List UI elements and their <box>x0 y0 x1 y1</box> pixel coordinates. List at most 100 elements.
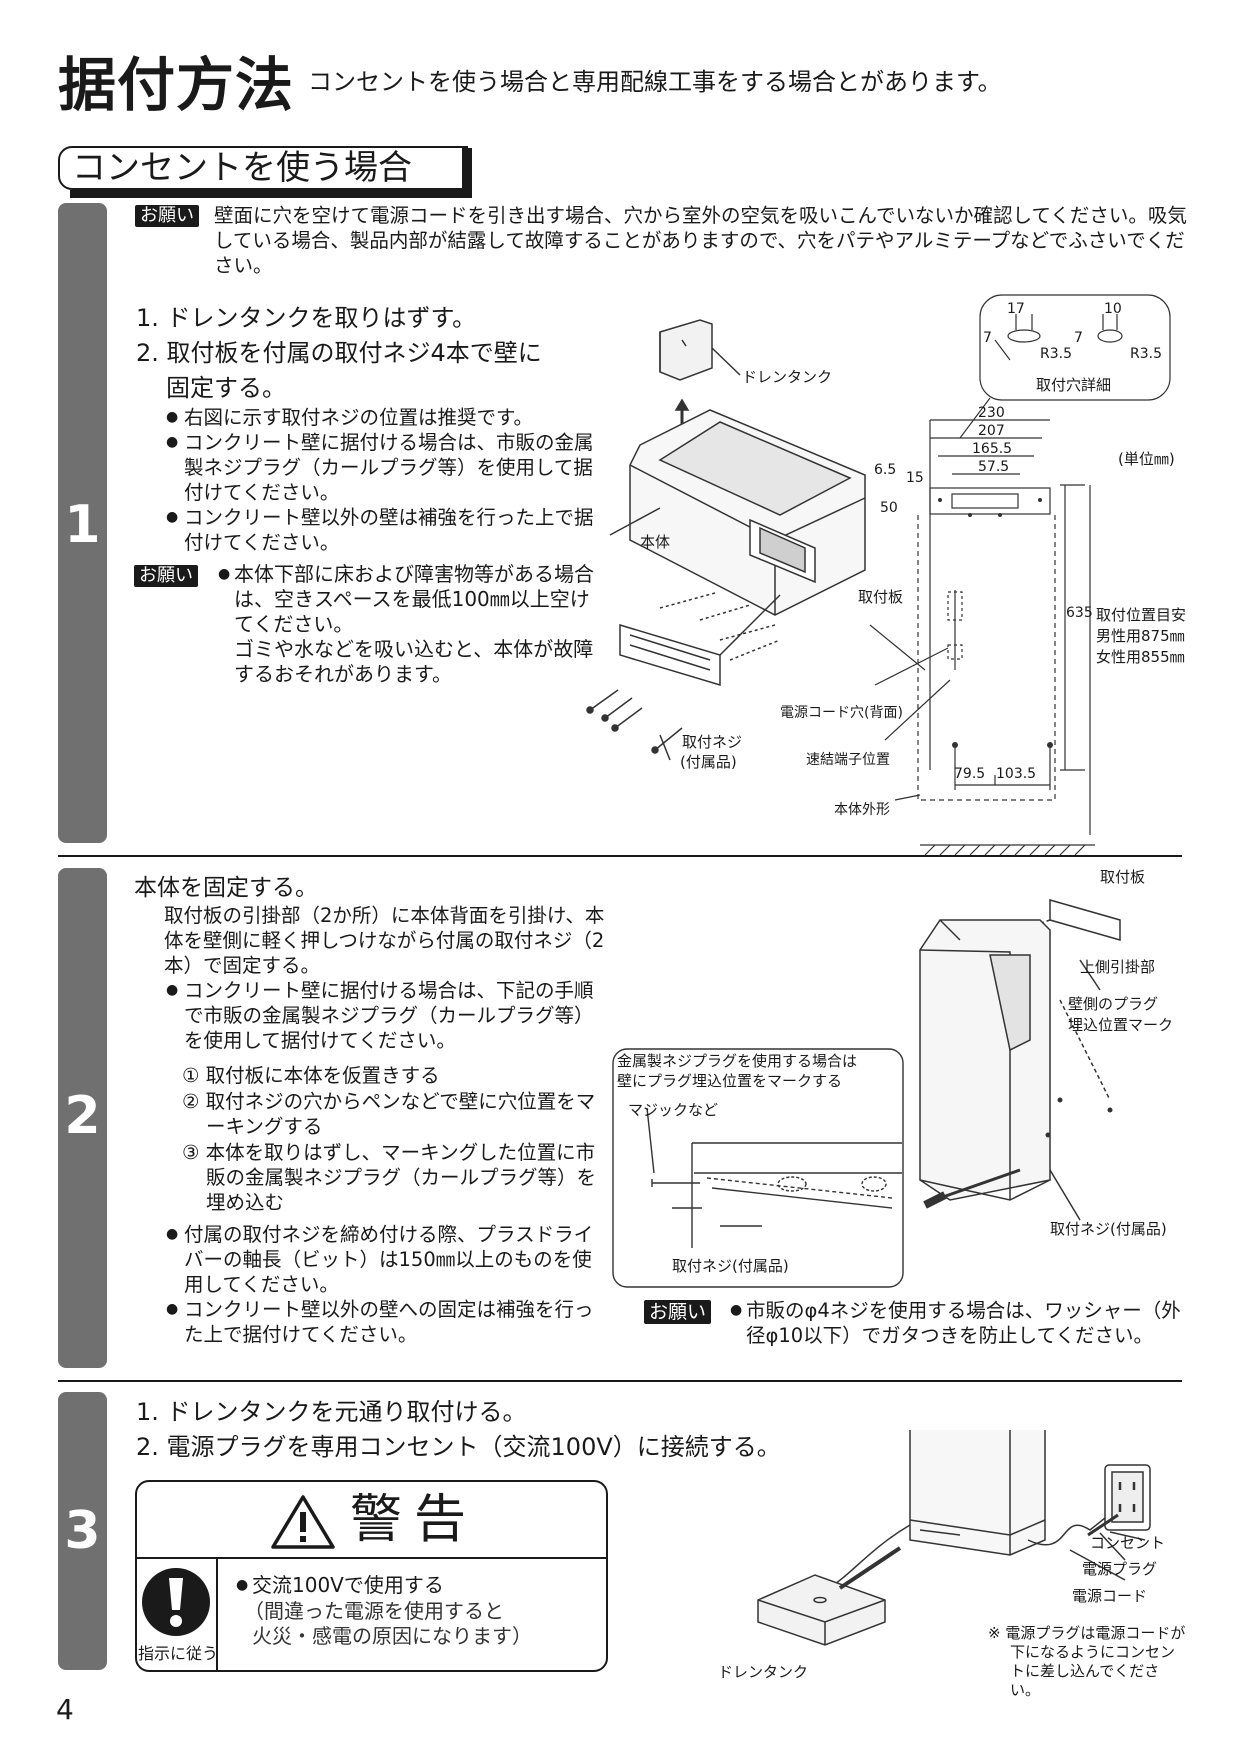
label-drain-tank-3: ドレンタンク <box>718 1663 809 1681</box>
section-tab-shadow <box>462 148 472 198</box>
inset-caption-2: 壁にプラグ埋込位置をマークする <box>617 1072 843 1090</box>
dim-r35-a: R3.5 <box>1040 346 1072 362</box>
step-2-inset-illustration <box>612 1048 904 1288</box>
bullet-mark: ● <box>730 1302 743 1318</box>
label-drain-tank: ドレンタンク <box>742 368 833 386</box>
dim-17: 17 <box>1007 301 1025 317</box>
list-item: コンクリート壁に据付ける場合は、下記の手順で市販の金属製ネジプラグ（カールプラグ… <box>166 978 608 1053</box>
step-3-illustration <box>757 1430 1151 1646</box>
list-item: コンクリート壁に据付ける場合は、市販の金属製ネジプラグ（カールプラグ等）を使用し… <box>166 430 606 505</box>
section-heading: コンセントを使う場合 <box>72 148 412 188</box>
step-2-bar: 2 <box>58 868 107 1368</box>
label-body: 本体 <box>640 533 671 551</box>
step-3-instruction-2: 2. 電源プラグを専用コンセント（交流100V）に接続する。 <box>136 1433 781 1461</box>
page-number: 4 <box>56 1693 74 1726</box>
step-2-heading: 本体を固定する。 <box>134 875 318 901</box>
label-height-male: 男性用875㎜ <box>1096 627 1185 645</box>
list-item: コンクリート壁以外の壁への固定は補強を行った上で据付けてください。 <box>166 1297 608 1347</box>
dim-207: 207 <box>978 423 1005 439</box>
onegai-3-text: 市販のφ4ネジを使用する場合は、ワッシャー（外径φ10以下）でガタつきを防止して… <box>746 1299 1181 1347</box>
label-cord-hole: 電源コード穴(背面) <box>780 705 903 721</box>
label-marker: マジックなど <box>628 1101 719 1119</box>
warning-note-1: （間違った電源を使用すると <box>244 1599 504 1623</box>
divider <box>58 855 1182 857</box>
label-hole-detail: 取付穴詳細 <box>1036 376 1112 394</box>
list-item: 付属の取付ネジを締め付ける際、プラスドライバーの軸長（ビット）は150㎜以上のも… <box>166 1222 608 1297</box>
warning-title: 警告 <box>350 1490 479 1550</box>
dim-165-5: 165.5 <box>972 441 1013 457</box>
divider <box>58 1380 1182 1382</box>
step-2-number: 2 <box>64 1086 101 1146</box>
onegai-2-note: ゴミや水などを吸い込むと、本体が故障するおそれがあります。 <box>234 637 594 686</box>
step-1-bar: 1 <box>58 203 107 843</box>
warning-column-divider <box>216 1559 218 1670</box>
label-height-female: 女性用855㎜ <box>1096 648 1185 666</box>
label-outline: 本体外形 <box>834 802 890 818</box>
dim-50: 50 <box>880 500 898 516</box>
step-1-dimension-drawing <box>869 294 1171 856</box>
page-title: 据付方法 <box>58 51 295 119</box>
step-3-instruction-1: 1. ドレンタンクを元通り取付ける。 <box>136 1398 527 1426</box>
list-item: コンクリート壁以外の壁は補強を行った上で据付けてください。 <box>166 505 606 555</box>
label-plug-mark-2: 埋込位置マーク <box>1068 1016 1174 1034</box>
onegai-text: 壁面に穴を空けて電源コードを引き出す場合、穴から室外の空気を吸いこんでいないか確… <box>214 204 1187 277</box>
label-plug: 電源プラグ <box>1082 1560 1158 1578</box>
label-height-title: 取付位置目安 <box>1096 606 1187 624</box>
inset-caption-1: 金属製ネジプラグを使用する場合は <box>617 1052 858 1070</box>
step-1-product-illustration <box>586 319 866 761</box>
onegai-2-text: 本体下部に床および障害物等がある場合は、空きスペースを最低100㎜以上空けてくだ… <box>234 562 594 636</box>
dim-7b: 7 <box>1074 330 1083 346</box>
label-plate-2: 取付板 <box>1100 868 1146 886</box>
label-hook: 上側引掛部 <box>1080 958 1156 976</box>
step-1-instruction-2: 2. 取付板を付属の取付ネジ4本で壁に <box>136 339 542 367</box>
step-1-instruction-2-cont: 固定する。 <box>166 374 286 402</box>
step-1-instruction-1: 1. ドレンタンクを取りはずす。 <box>136 304 477 332</box>
label-mounting-plate: 取付板 <box>858 588 904 606</box>
dim-57-5: 57.5 <box>978 459 1010 475</box>
bullet-mark: ● <box>236 1577 249 1593</box>
dim-7a: 7 <box>983 330 992 346</box>
warning-box <box>135 1480 608 1672</box>
bullet-mark: ● <box>218 566 231 582</box>
step-1-number: 1 <box>64 495 101 555</box>
step-2-bullet-1: コンクリート壁に据付ける場合は、下記の手順で市販の金属製ネジプラグ（カールプラグ… <box>166 978 608 1053</box>
onegai-badge-3: お願い <box>644 1300 712 1324</box>
step-2-substep-2: ② 取付ネジの穴からペンなどで壁に穴位置をマーキングする <box>182 1090 596 1138</box>
dim-79-5: 79.5 <box>954 766 986 782</box>
dim-10: 10 <box>1104 301 1122 317</box>
step-3-bar: 3 <box>58 1392 107 1670</box>
dim-r35-b: R3.5 <box>1130 346 1162 362</box>
label-outlet: コンセント <box>1090 1534 1166 1552</box>
dim-15: 15 <box>906 470 924 486</box>
label-plug-mark-1: 壁側のプラグ <box>1068 995 1159 1013</box>
warning-note-2: 火災・感電の原因になります） <box>252 1624 532 1648</box>
label-cord: 電源コード <box>1072 1587 1148 1605</box>
warning-triangle-icon <box>271 1495 335 1549</box>
dim-230: 230 <box>978 405 1005 421</box>
dim-635: 635 <box>1066 605 1093 621</box>
step-3-number: 3 <box>64 1501 101 1561</box>
instruction-label: 指示に従う <box>138 1644 219 1663</box>
label-terminal: 速結端子位置 <box>806 752 890 768</box>
step-1-bullets: 右図に示す取付ネジの位置は推奨です。 コンクリート壁に据付ける場合は、市販の金属… <box>166 405 606 555</box>
section-tab-shadow-bottom <box>70 190 472 198</box>
mandatory-action-icon <box>142 1568 210 1636</box>
label-screws-sub: (付属品) <box>680 753 737 771</box>
label-unit: (単位㎜) <box>1118 450 1175 468</box>
label-screw-2: 取付ネジ(付属品) <box>1050 1220 1167 1238</box>
step-2-substep-3: ③ 本体を取りはずし、マーキングした位置に市販の金属製ネジプラグ（カールプラグ等… <box>182 1141 597 1214</box>
warning-divider <box>137 1557 606 1559</box>
onegai-badge-2: お願い <box>134 565 198 587</box>
step-2-bullets: 付属の取付ネジを締め付ける際、プラスドライバーの軸長（ビット）は150㎜以上のも… <box>166 1222 608 1347</box>
dim-6-5: 6.5 <box>874 462 897 478</box>
list-item: 右図に示す取付ネジの位置は推奨です。 <box>166 405 606 430</box>
warning-bullet-text: 交流100Vで使用する <box>252 1573 444 1597</box>
step-2-substep-1: ① 取付板に本体を仮置きする <box>182 1064 440 1087</box>
onegai-badge: お願い <box>135 205 199 227</box>
warning-bullet: ● 交流100Vで使用する <box>236 1573 444 1598</box>
onegai-3: ● 市販のφ4ネジを使用する場合は、ワッシャー（外径φ10以下）でガタつきを防止… <box>730 1298 1188 1348</box>
label-screws: 取付ネジ <box>682 733 743 751</box>
dim-103-5: 103.5 <box>996 766 1037 782</box>
step-3-note: ※ 電源プラグは電源コードが下になるようにコンセントに差し込んでください。 <box>988 1624 1186 1699</box>
step-2-product-illustration <box>919 899 1121 1221</box>
